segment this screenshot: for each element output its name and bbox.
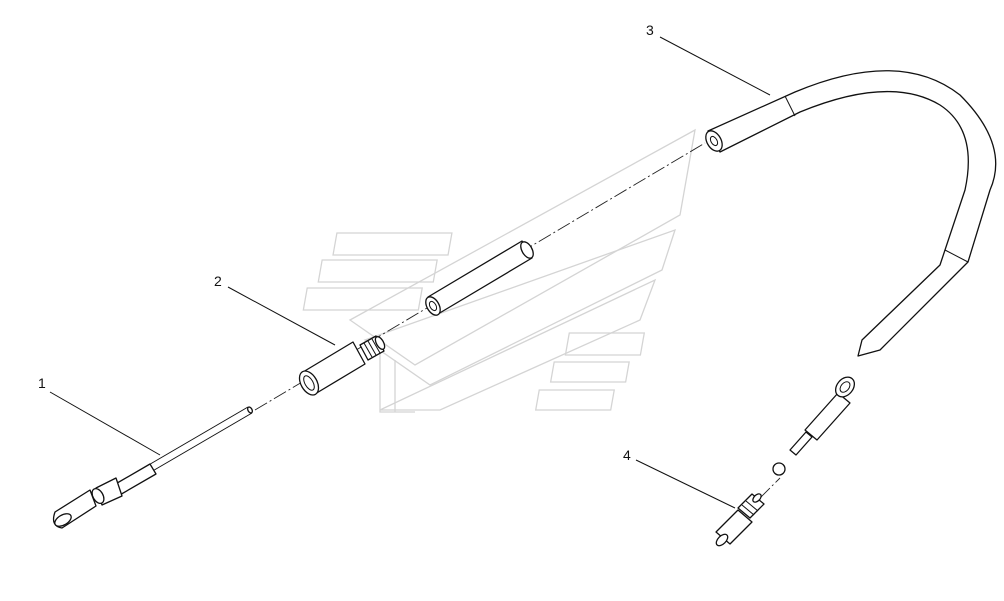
callout-3: 3 — [646, 22, 654, 38]
leader-1 — [49, 391, 161, 456]
callout-2: 2 — [214, 273, 222, 289]
leader-2 — [227, 286, 336, 346]
leader-3 — [659, 36, 771, 96]
watermark-logo — [302, 128, 696, 413]
callout-1: 1 — [38, 375, 46, 391]
tube-boot — [425, 240, 534, 316]
part-4-fitting — [715, 493, 765, 547]
part-1-rod-end — [52, 406, 254, 529]
callout-4: 4 — [623, 447, 631, 463]
part-2-sleeve — [298, 335, 386, 396]
part-3-cable-sheath — [705, 70, 997, 357]
assembly-axis — [254, 142, 706, 411]
lower-rod-assembly — [772, 376, 856, 476]
leader-4 — [635, 459, 736, 509]
assembly-axis-lower — [759, 477, 781, 499]
